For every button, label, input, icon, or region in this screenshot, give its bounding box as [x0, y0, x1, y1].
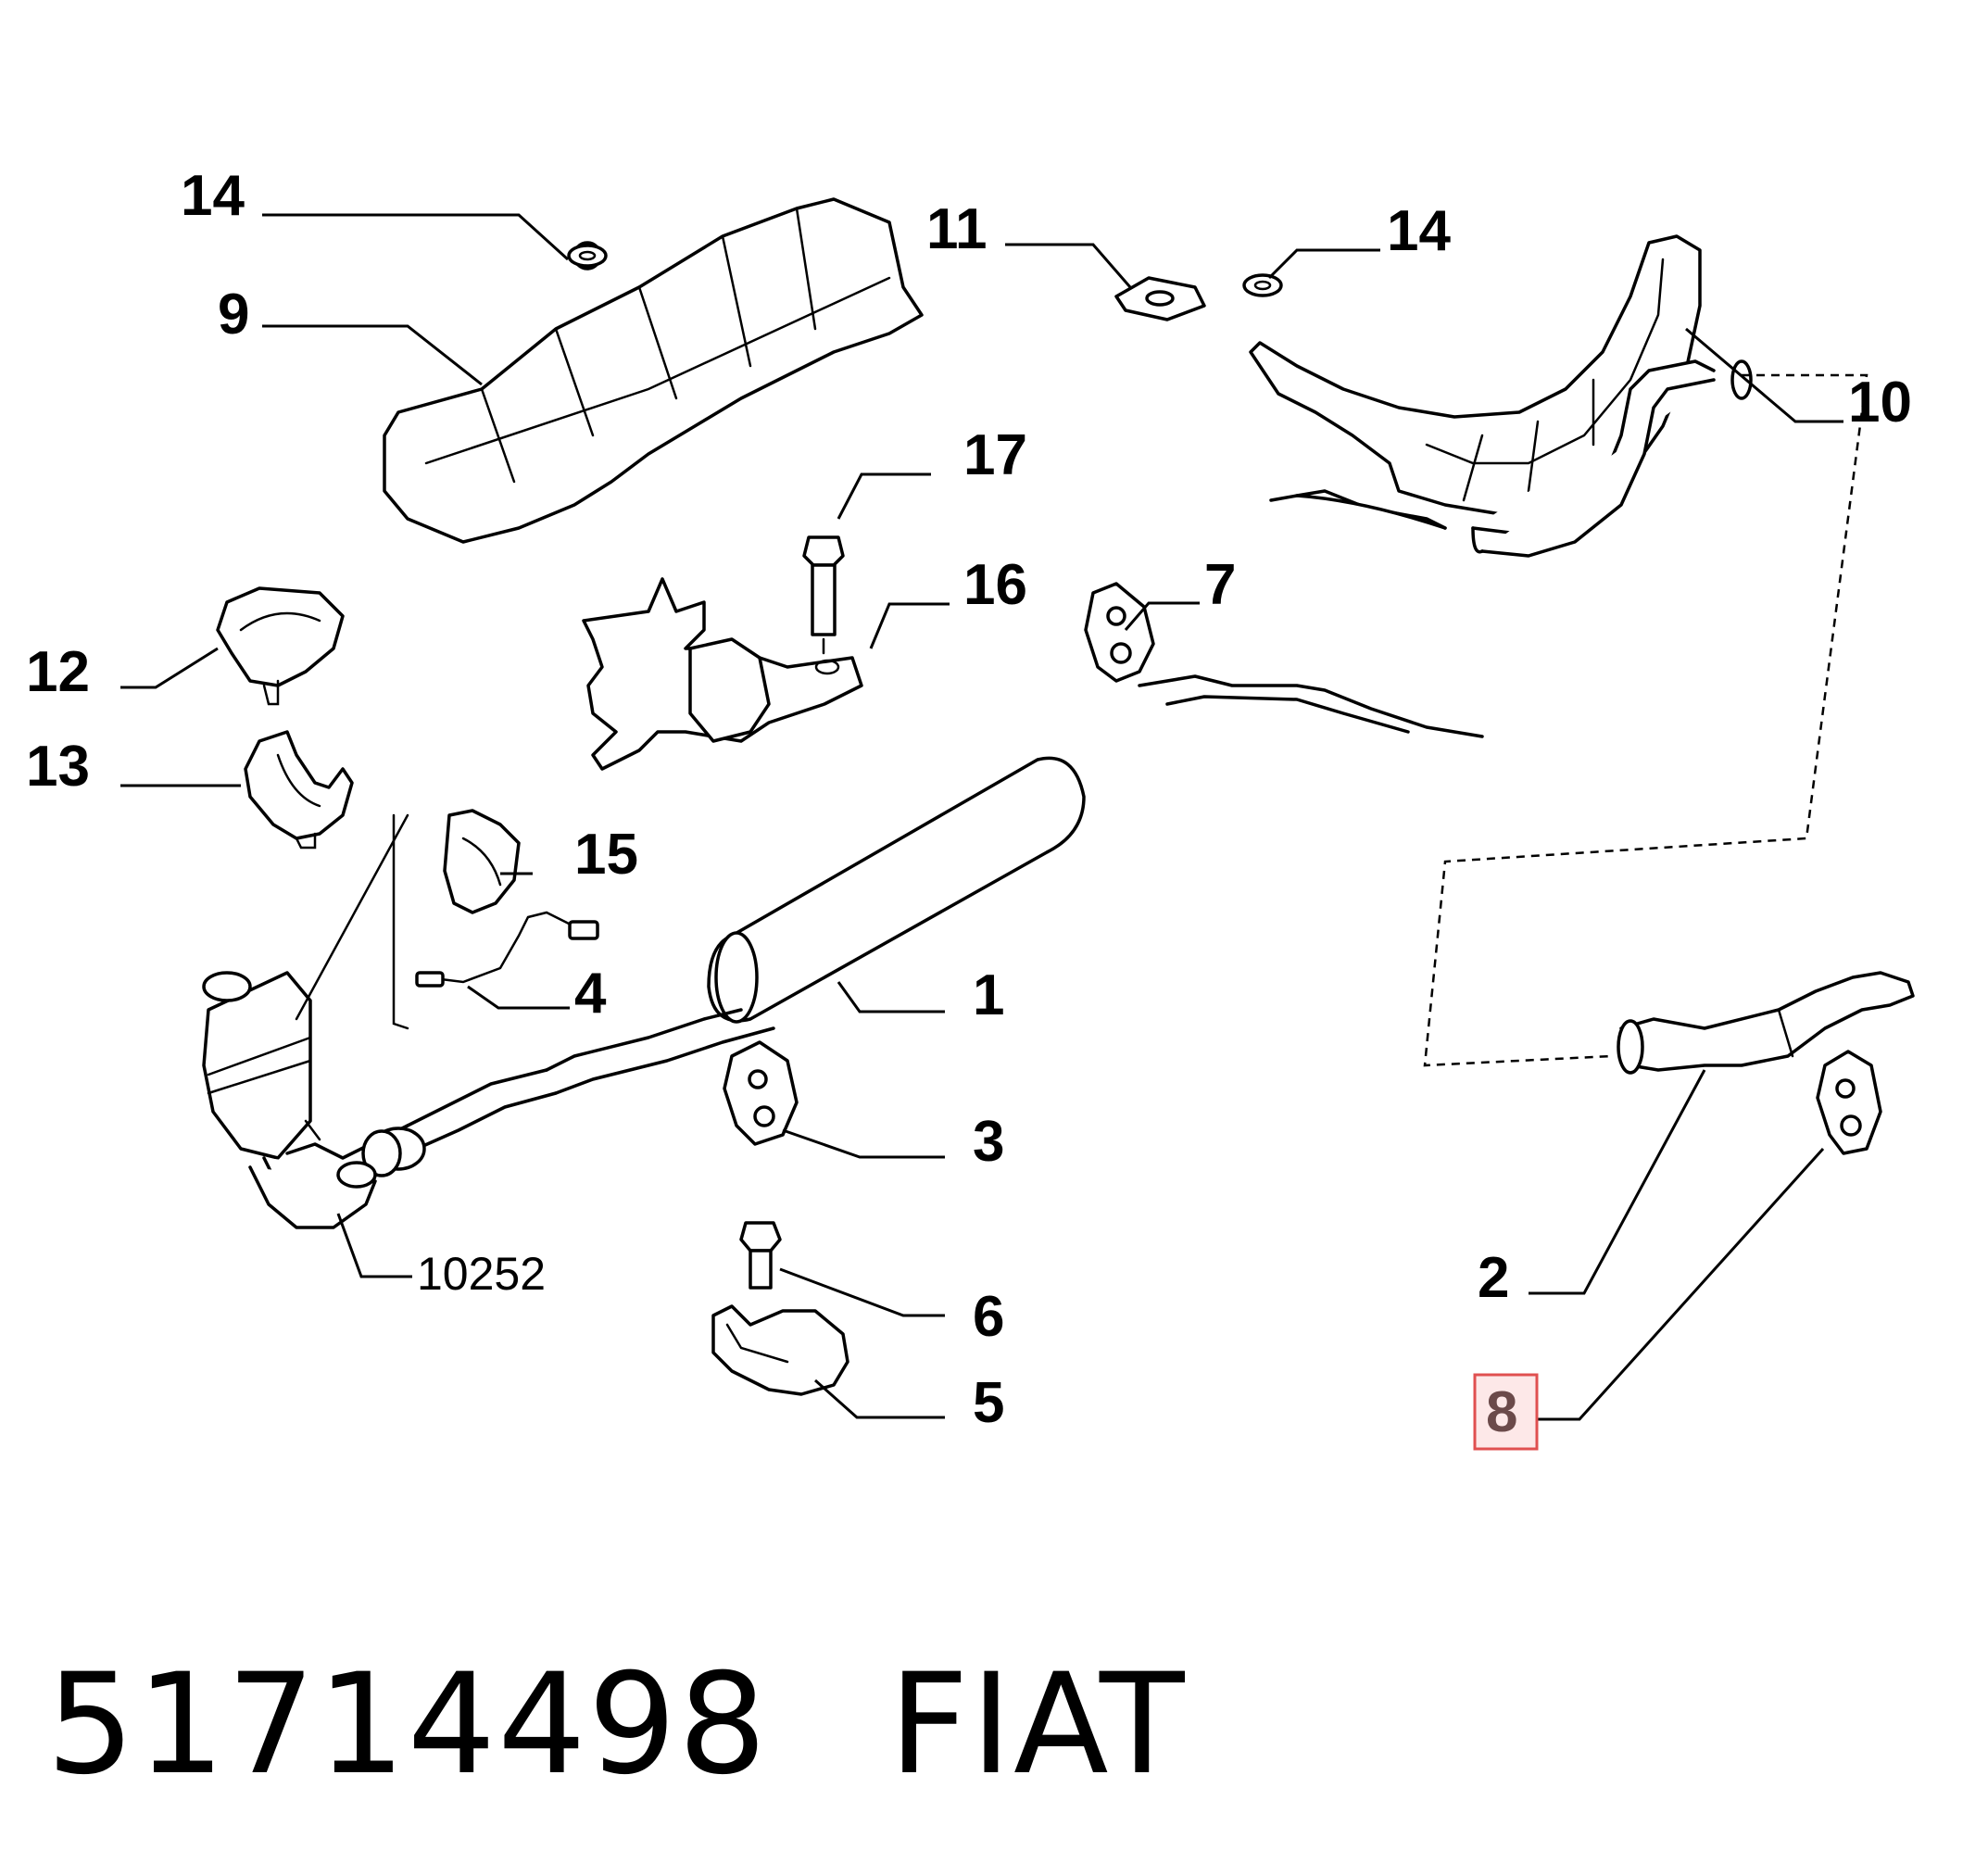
part-14-washer-left	[567, 244, 608, 268]
part-12-clamp	[216, 586, 345, 706]
part-11-clip	[1114, 276, 1206, 321]
callout-16: 16	[963, 553, 1027, 617]
part-7-hanger	[1084, 582, 1155, 683]
callout-14-right: 14	[1387, 199, 1451, 263]
callout-14-left: 14	[181, 164, 245, 228]
footer-caption: 51714498 FIAT	[46, 1644, 1187, 1806]
part-2-tailpipe	[1617, 971, 1915, 1075]
brand-name: FIAT	[888, 1644, 1187, 1806]
part-15-bracket	[443, 809, 521, 914]
callout-2: 2	[1478, 1246, 1509, 1310]
leader-lines	[120, 213, 1843, 1421]
converter-bracket-line	[392, 813, 409, 1030]
callout-10: 10	[1848, 371, 1912, 434]
callout-9: 9	[218, 283, 249, 346]
converter-leader-diag	[295, 813, 409, 1021]
callout-13: 13	[26, 735, 90, 799]
part-14-washer-right	[1242, 273, 1283, 297]
callout-15: 15	[574, 823, 638, 887]
part-4-sensor	[415, 911, 599, 988]
callout-10252: 10252	[417, 1248, 546, 1300]
callout-3: 3	[973, 1110, 1004, 1174]
callout-1: 1	[973, 963, 1004, 1027]
dashed-connector	[1423, 373, 1868, 1067]
callout-6: 6	[973, 1285, 1004, 1349]
part-5-clamp	[711, 1304, 849, 1396]
part-1-muffler-pipe	[285, 359, 1753, 1183]
part-6-bolt	[739, 1221, 782, 1290]
part-number: 51714498	[46, 1644, 769, 1806]
catalytic-converter	[202, 971, 377, 1229]
callout-8: 8	[1486, 1380, 1517, 1444]
part-16-bracket	[582, 577, 863, 771]
part-17-bolt	[802, 535, 845, 655]
callout-7: 7	[1204, 553, 1236, 617]
callout-4: 4	[574, 962, 607, 1026]
callout-12: 12	[26, 640, 90, 704]
callout-8-highlight	[1473, 1373, 1539, 1451]
callout-5: 5	[973, 1371, 1004, 1435]
part-13-clamp	[244, 730, 354, 850]
callout-11: 11	[926, 197, 988, 261]
callout-17: 17	[963, 423, 1027, 487]
part-8-hanger	[1816, 1050, 1882, 1155]
part-3-hanger	[723, 1040, 799, 1146]
